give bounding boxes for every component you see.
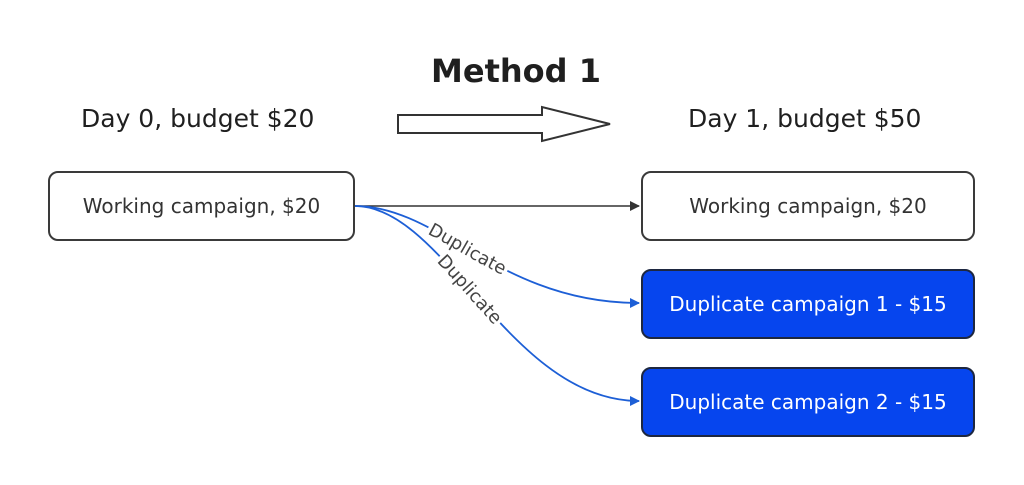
edge-label-duplicate-1: Duplicate Duplicate <box>421 216 513 283</box>
target-campaign-label: Working campaign, $20 <box>689 194 927 218</box>
source-campaign-label: Working campaign, $20 <box>82 194 321 218</box>
duplicate-campaign-2-label: Duplicate campaign 2 - $15 <box>669 390 947 414</box>
duplicate-campaign-1-label: Duplicate campaign 1 - $15 <box>669 292 947 316</box>
duplicate-campaign-1-node: Duplicate campaign 1 - $15 <box>641 269 975 339</box>
day-1-label: Day 1, budget $50 <box>688 104 922 133</box>
diagram-title: Method 1 <box>431 52 601 90</box>
day-0-label: Day 0, budget $20 <box>81 104 315 133</box>
process-arrow-icon <box>397 105 611 143</box>
edge-source-to-duplicate-1 <box>354 205 640 308</box>
source-campaign-node: Working campaign, $20 <box>48 171 355 241</box>
duplicate-campaign-2-node: Duplicate campaign 2 - $15 <box>641 367 975 437</box>
svg-text:Duplicate: Duplicate <box>425 219 510 279</box>
edge-source-to-duplicate-2 <box>354 205 640 406</box>
target-campaign-node: Working campaign, $20 <box>641 171 975 241</box>
